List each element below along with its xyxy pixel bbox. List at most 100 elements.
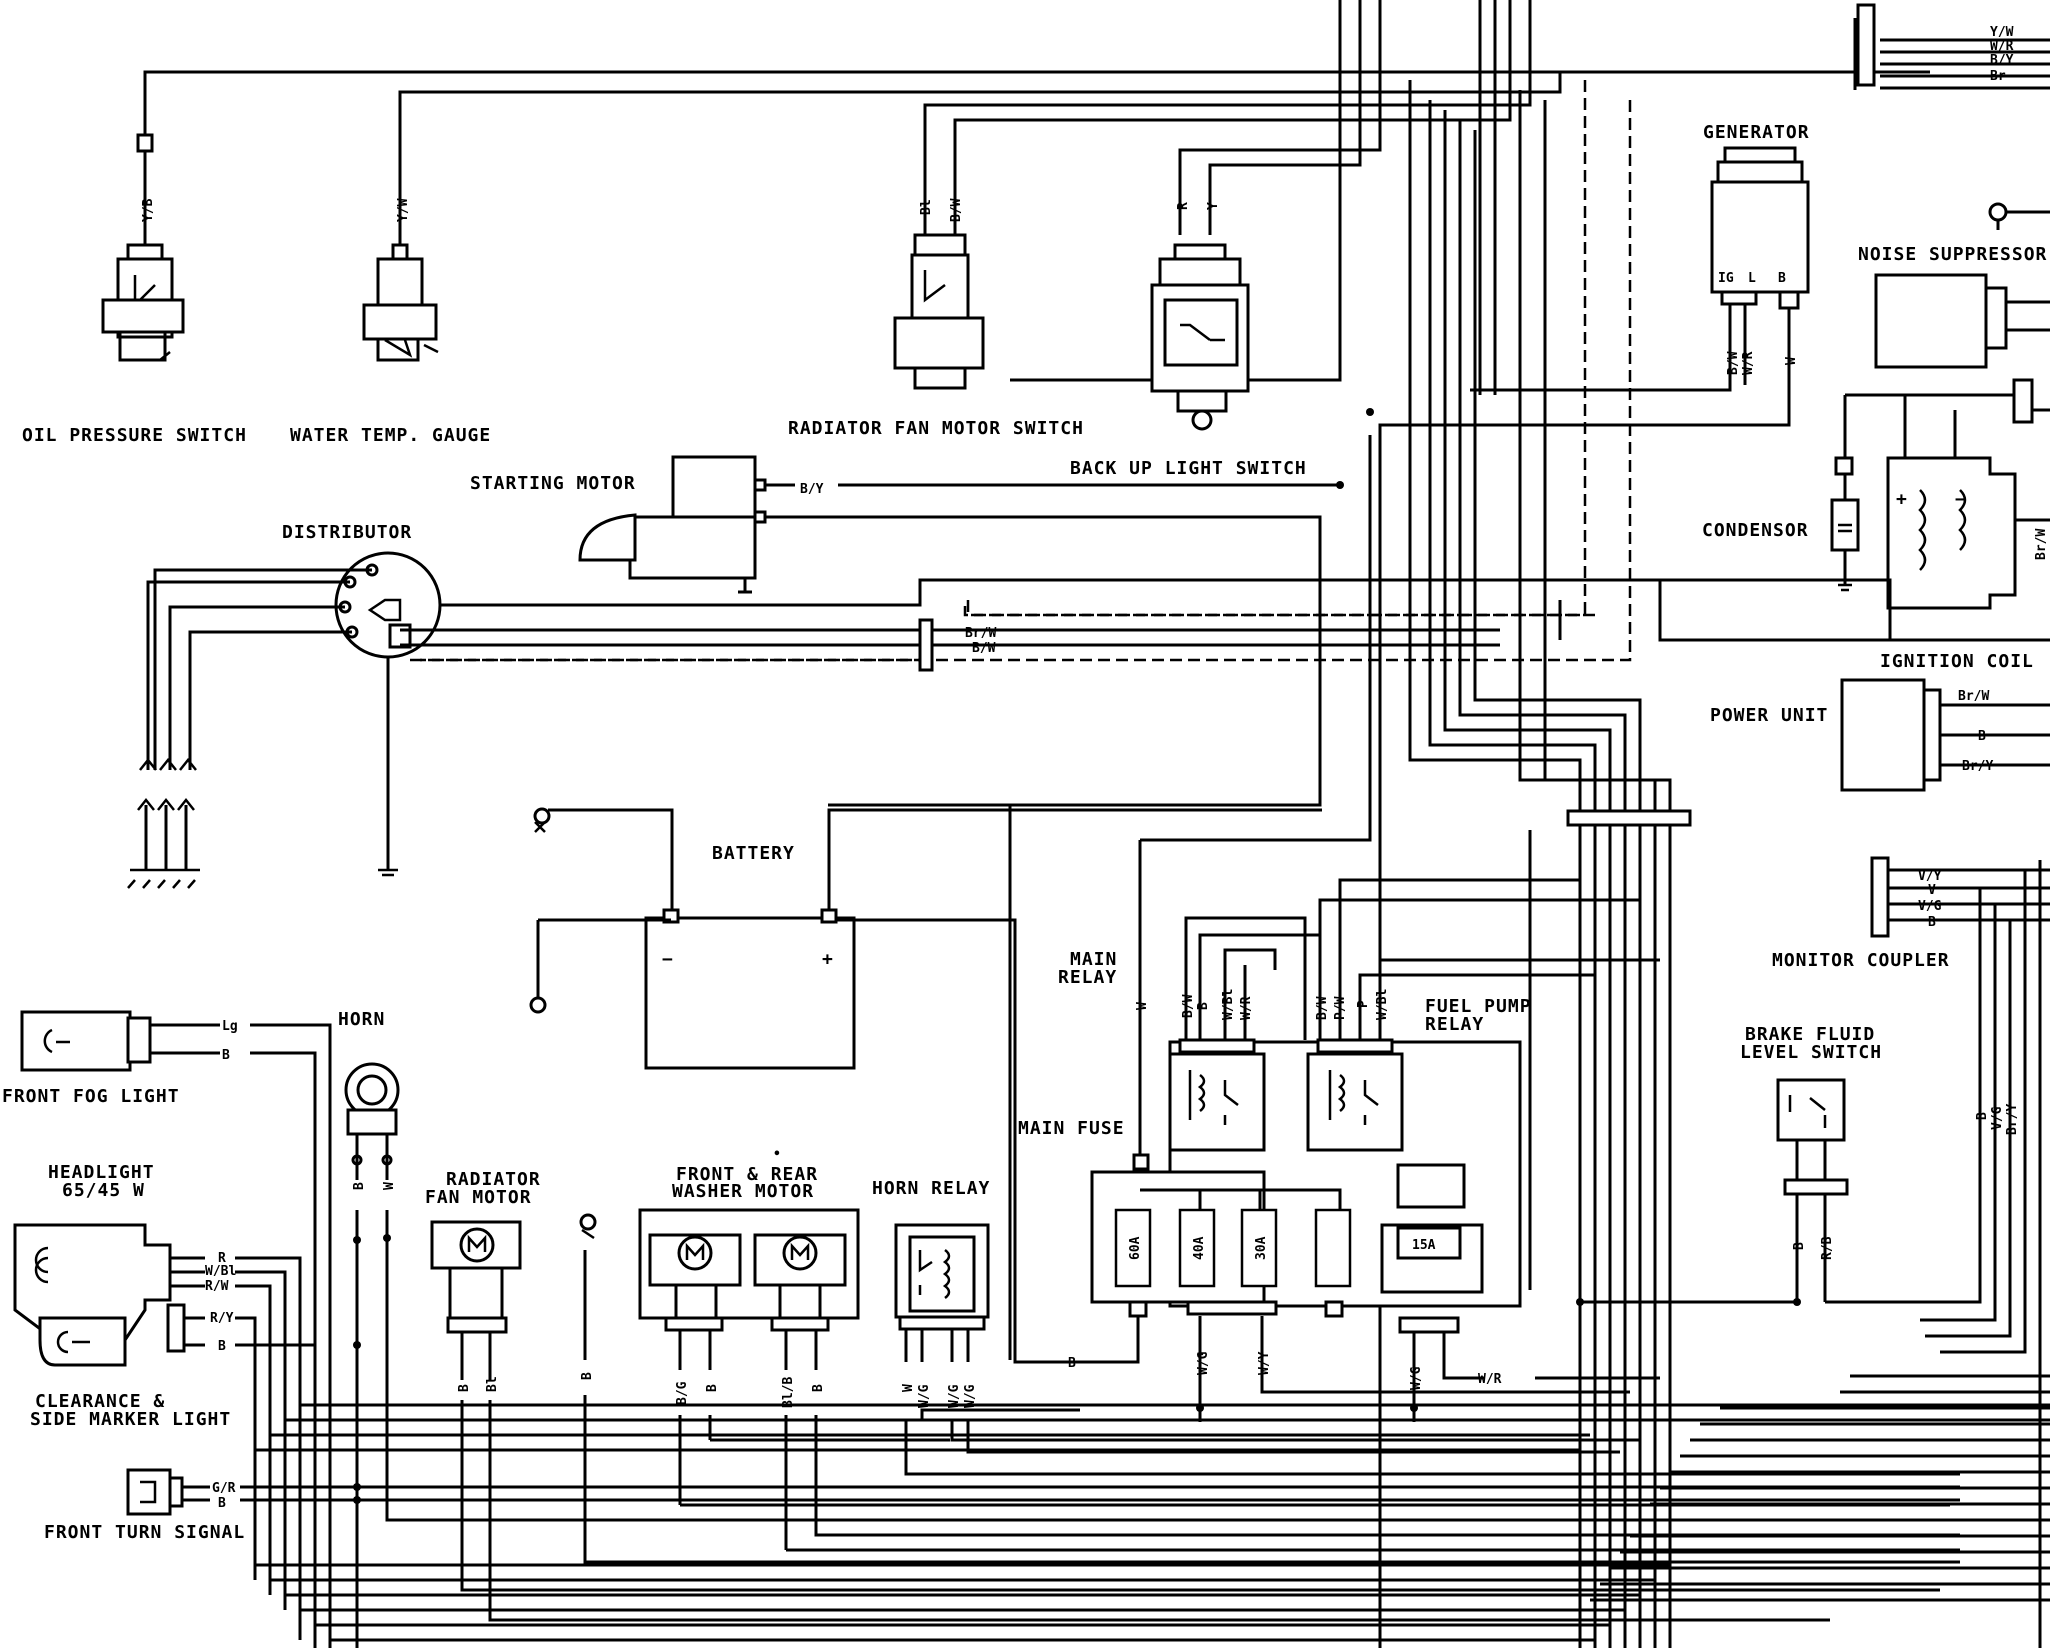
wire-code-fuel-relay-1: B/W (1315, 996, 1330, 1020)
label-horn: HORN (338, 1009, 385, 1030)
wire-code-ground: B (580, 1372, 595, 1380)
wire-code-dist-2: B/W (972, 641, 996, 656)
front-turn-signal (126, 1468, 1960, 1516)
water-temp-gauge (362, 92, 439, 362)
fuse-60a: 60A (1128, 1236, 1143, 1260)
label-clearance-1: CLEARANCE & (35, 1391, 165, 1412)
wire-code-headlight-4: R/Y (210, 1311, 234, 1326)
wire-code-water: Y/W (396, 198, 411, 222)
label-radiator-fan-motor-2: FAN MOTOR (425, 1187, 532, 1208)
wire-code-coil: Br/W (2034, 529, 2049, 560)
distributor-connector (918, 618, 934, 672)
label-distributor: DISTRIBUTOR (282, 522, 412, 543)
radiator-fan-motor (430, 1220, 1940, 1622)
wire-code-fog-2: B (222, 1048, 230, 1063)
wire-code-turn-1: G/R (212, 1481, 236, 1496)
top-connector (1856, 3, 1876, 87)
radiator-fan-motor-switch (893, 233, 985, 390)
washer-asterisk: • (773, 1147, 781, 1162)
junction-dots (353, 408, 1801, 1504)
label-oil-pressure-switch: OIL PRESSURE SWITCH (22, 425, 247, 446)
fuse-30a: 30A (1254, 1236, 1269, 1260)
label-washer-motor-2: WASHER MOTOR (672, 1181, 814, 1202)
wire-code-gen-1: B/W (1726, 351, 1741, 375)
wire-code-fuse-bottom-5: B (1068, 1356, 1076, 1371)
label-battery: BATTERY (712, 843, 795, 864)
wire-code-washer-4: B (811, 1384, 826, 1392)
wire-code-washer-3: Bl/B (781, 1377, 796, 1408)
starting-motor (578, 455, 1340, 807)
wire-code-fog-1: Lg (222, 1019, 238, 1034)
distributor (127, 551, 2050, 889)
wire-code-brake-2: R/B (1820, 1236, 1835, 1260)
fuse-40a: 40A (1192, 1236, 1207, 1260)
wire-code-main-relay-4: W/Bl (1221, 989, 1236, 1020)
wire-code-power-unit-1: Br/W (1958, 689, 1989, 704)
label-front-fog-light: FRONT FOG LIGHT (2, 1086, 180, 1107)
power-unit (1840, 678, 2050, 792)
label-noise-suppressor: NOISE SUPPRESSOR (1858, 244, 2047, 265)
wire-code-headlight-5: B (218, 1339, 226, 1354)
wire-code-horn-relay-1: W (901, 1384, 916, 1392)
wire-code-fuse-bottom-4: W/R (1478, 1372, 1502, 1387)
label-back-up-light-switch: BACK UP LIGHT SWITCH (1070, 458, 1307, 479)
wire-code-top-2: W/R (1990, 39, 2014, 54)
wire-code-horn-relay-3: W/G (947, 1384, 962, 1408)
wire-code-right-vertical-2: V/G (1990, 1106, 2005, 1130)
harness-clamp-mid (1566, 809, 1692, 827)
label-ignition-coil: IGNITION COIL (1880, 651, 2034, 672)
wire-code-main-relay-2: B/W (1181, 994, 1196, 1018)
wire-code-headlight-3: R/W (205, 1279, 229, 1294)
generator (1378, 146, 1810, 1648)
label-brake-fluid-1: BRAKE FLUID (1745, 1024, 1875, 1045)
label-fuel-pump-relay-1: FUEL PUMP (1425, 996, 1532, 1017)
wire-code-monitor-3: V/G (1918, 899, 1942, 914)
right-harness-bottom (1578, 860, 2050, 1648)
wire-code-fuel-relay-4: W/Bl (1375, 989, 1390, 1020)
main-harness-trunk (420, 80, 1672, 1648)
wire-code-horn-relay-2: W/G (917, 1384, 932, 1408)
wire-code-fuel-relay-3: P (1356, 1000, 1371, 1008)
horn-relay (894, 1223, 1960, 1476)
label-main-relay-2: RELAY (1058, 967, 1117, 988)
label-main-fuse: MAIN FUSE (1018, 1118, 1125, 1139)
label-clearance-2: SIDE MARKER LIGHT (30, 1409, 231, 1430)
wire-code-top-3: B/Y (1990, 53, 2014, 68)
label-washer-motor-1: FRONT & REAR (676, 1164, 818, 1185)
wire-code-oil: Y/B (141, 198, 156, 222)
label-radiator-fan-motor-1: RADIATOR (446, 1169, 541, 1190)
clearance-side-marker-light (38, 1303, 317, 1648)
label-brake-fluid-2: LEVEL SWITCH (1740, 1042, 1882, 1063)
wire-code-gen-2: W/R (1741, 351, 1756, 375)
wire-code-backup-1: R (1176, 202, 1191, 210)
generator-terminal-ig: IG (1718, 271, 1734, 286)
wire-code-top-4: Br (1990, 69, 2006, 84)
headlight (13, 1223, 302, 1640)
wire-code-right-vertical-1: B (1975, 1112, 1990, 1120)
wire-code-main-relay-3: B (1196, 1002, 1211, 1010)
label-horn-relay: HORN RELAY (872, 1178, 990, 1199)
wire-code-fuse-bottom-1: W/G (1196, 1351, 1211, 1375)
label-headlight-1: HEADLIGHT (48, 1162, 155, 1183)
wire-code-fan-motor-1: B (457, 1384, 472, 1392)
wire-code-washer-2: B (705, 1384, 720, 1392)
wire-code-horn-2: W (382, 1182, 397, 1190)
label-fuel-pump-relay-2: RELAY (1425, 1014, 1484, 1035)
washer-motor (638, 1208, 860, 1550)
horn (344, 1062, 1700, 1648)
oil-pressure-switch (101, 133, 185, 362)
label-water-temp-gauge: WATER TEMP. GAUGE (290, 425, 491, 446)
wire-code-power-unit-2: B (1978, 729, 1986, 744)
wire-code-monitor-4: B (1928, 915, 1936, 930)
main-fuse-block (1080, 1163, 1660, 1408)
noise-suppressor (1845, 202, 2050, 424)
generator-terminal-l: L (1748, 271, 1756, 286)
condensor (1830, 395, 1860, 592)
wire-code-fuel-relay-2: P/W (1333, 996, 1348, 1020)
battery (529, 807, 1322, 1364)
wire-code-right-vertical-3: Br/Y (2005, 1104, 2020, 1135)
wire-code-horn-relay-4: W/G (963, 1384, 978, 1408)
wire-code-brake-1: B (1792, 1242, 1807, 1250)
wire-code-fuse-bottom-2: W/Y (1257, 1351, 1272, 1375)
brake-fluid-level-switch (1776, 1078, 1849, 1302)
